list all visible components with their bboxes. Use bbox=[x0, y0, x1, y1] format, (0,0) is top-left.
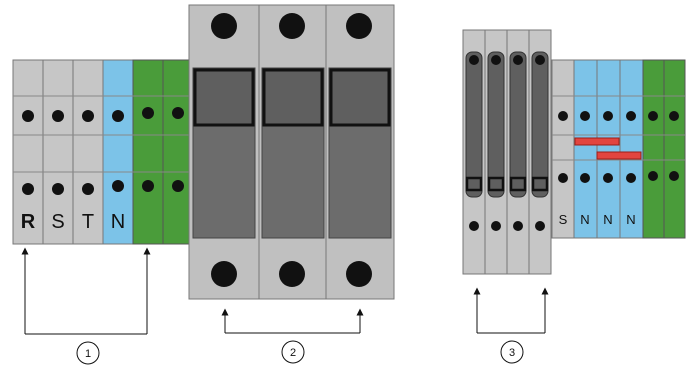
breaker-module-1 bbox=[188, 4, 260, 300]
screw-row-top bbox=[22, 107, 184, 122]
terminal-block-group-3: S N N N bbox=[551, 59, 686, 239]
bridge-bar-1 bbox=[574, 137, 620, 146]
terminal-module-s bbox=[42, 59, 74, 245]
callout-3: 3 bbox=[473, 287, 549, 364]
terminal-module-t bbox=[72, 59, 104, 245]
terminal-block-group-1: R S T N bbox=[12, 59, 194, 245]
fuse-carrier-3 bbox=[506, 29, 530, 275]
screw-row-bottom bbox=[22, 180, 184, 195]
fuse-carrier-4 bbox=[528, 29, 552, 275]
fuse-group-3: S N N N bbox=[462, 29, 686, 275]
terminal-module-pe2-1 bbox=[642, 59, 665, 239]
label-s-3: S bbox=[559, 212, 568, 227]
screw-row-top-3 bbox=[558, 111, 679, 121]
callout-2-number: 2 bbox=[290, 347, 296, 359]
terminal-module-pe-1 bbox=[132, 59, 164, 245]
breaker-module-3 bbox=[325, 4, 395, 300]
label-t: T bbox=[82, 211, 94, 233]
breaker-group-2 bbox=[188, 4, 395, 300]
terminal-module-pe-2 bbox=[162, 59, 194, 245]
terminal-module-r bbox=[12, 59, 44, 245]
fuse-carrier-1 bbox=[462, 29, 486, 275]
label-n-3c: N bbox=[626, 212, 635, 227]
callout-3-number: 3 bbox=[509, 347, 515, 359]
callout-1: 1 bbox=[21, 247, 151, 365]
terminal-module-pe2-2 bbox=[663, 59, 686, 239]
label-n: N bbox=[111, 211, 125, 233]
callout-2: 2 bbox=[221, 308, 364, 364]
breaker-module-2 bbox=[258, 4, 327, 300]
label-r: R bbox=[21, 211, 36, 233]
screw-row-bottom-3 bbox=[558, 171, 679, 183]
bridge-bar-2 bbox=[596, 151, 642, 160]
label-n-3b: N bbox=[603, 212, 612, 227]
fuse-carrier-2 bbox=[484, 29, 508, 275]
label-n-3a: N bbox=[580, 212, 589, 227]
callout-1-number: 1 bbox=[85, 348, 91, 360]
label-s: S bbox=[51, 211, 64, 233]
